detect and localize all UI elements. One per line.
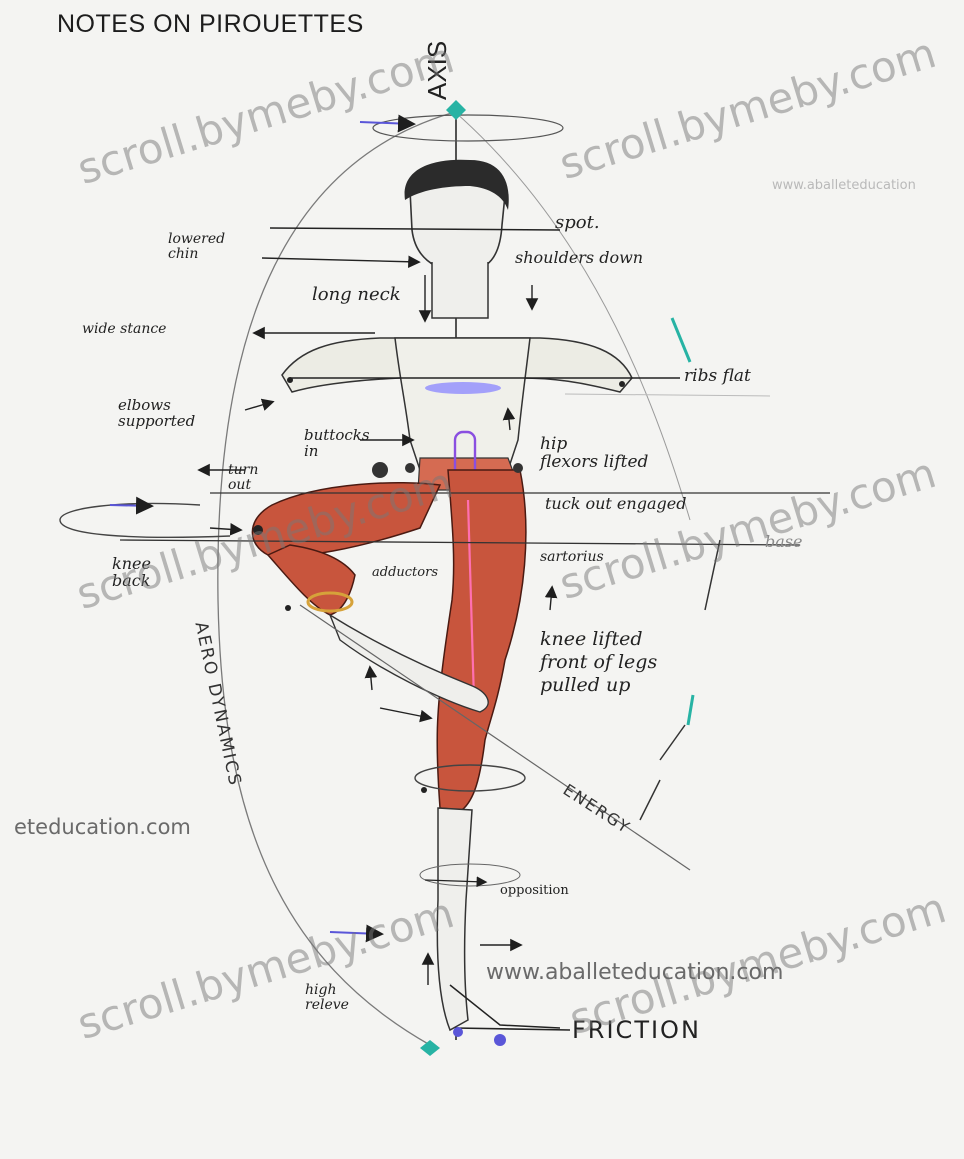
spot-line (270, 228, 560, 230)
watermark-url-left: eteducation.com (14, 815, 191, 839)
page-title: NOTES ON PIROUETTES (57, 10, 364, 39)
torso (395, 338, 530, 470)
watermark-url-bottom: www.aballeteducation.com (486, 960, 783, 985)
label-high-releve: high releve (305, 983, 349, 1012)
label-elbows-supported: elbows supported (118, 398, 195, 430)
label-wide-stance: wide stance (82, 322, 166, 337)
neck (432, 262, 488, 318)
label-lowered-chin: lowered chin (168, 232, 225, 261)
label-hip-flexors: hip flexors lifted (540, 436, 648, 472)
label-adductors: adductors (372, 566, 438, 580)
label-opposition: opposition (500, 884, 569, 898)
label-turn-out: turn out (228, 463, 258, 492)
label-tuck-out-engaged: tuck out engaged (545, 496, 686, 513)
standing-leg (437, 470, 526, 810)
label-long-neck: long neck (312, 286, 401, 305)
label-buttocks-in: buttocks in (304, 428, 370, 460)
watermark-url-top-right: www.aballeteducation (772, 178, 916, 193)
label-knee-lifted: knee lifted front of legs pulled up (540, 628, 657, 696)
label-shoulders-down: shoulders down (515, 250, 643, 267)
label-ribs-flat: ribs flat (684, 368, 751, 386)
label-spot: spot. (555, 214, 600, 233)
axis-top-marker (446, 100, 466, 120)
ribs-marker (425, 382, 501, 394)
top-rotation-ring (373, 115, 563, 141)
